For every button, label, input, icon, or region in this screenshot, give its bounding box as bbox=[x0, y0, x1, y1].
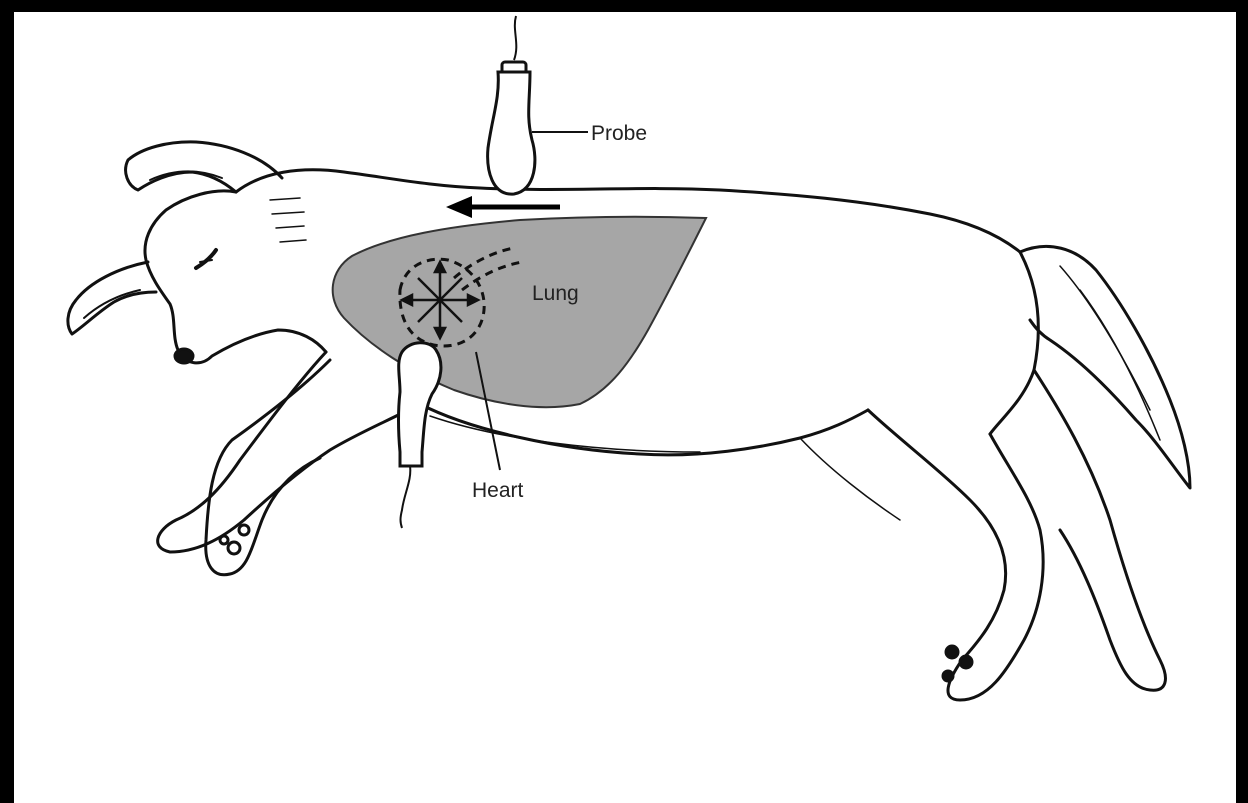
probe-label: Probe bbox=[591, 122, 647, 145]
lung-label: Lung bbox=[532, 282, 579, 305]
heart-label: Heart bbox=[472, 479, 524, 502]
